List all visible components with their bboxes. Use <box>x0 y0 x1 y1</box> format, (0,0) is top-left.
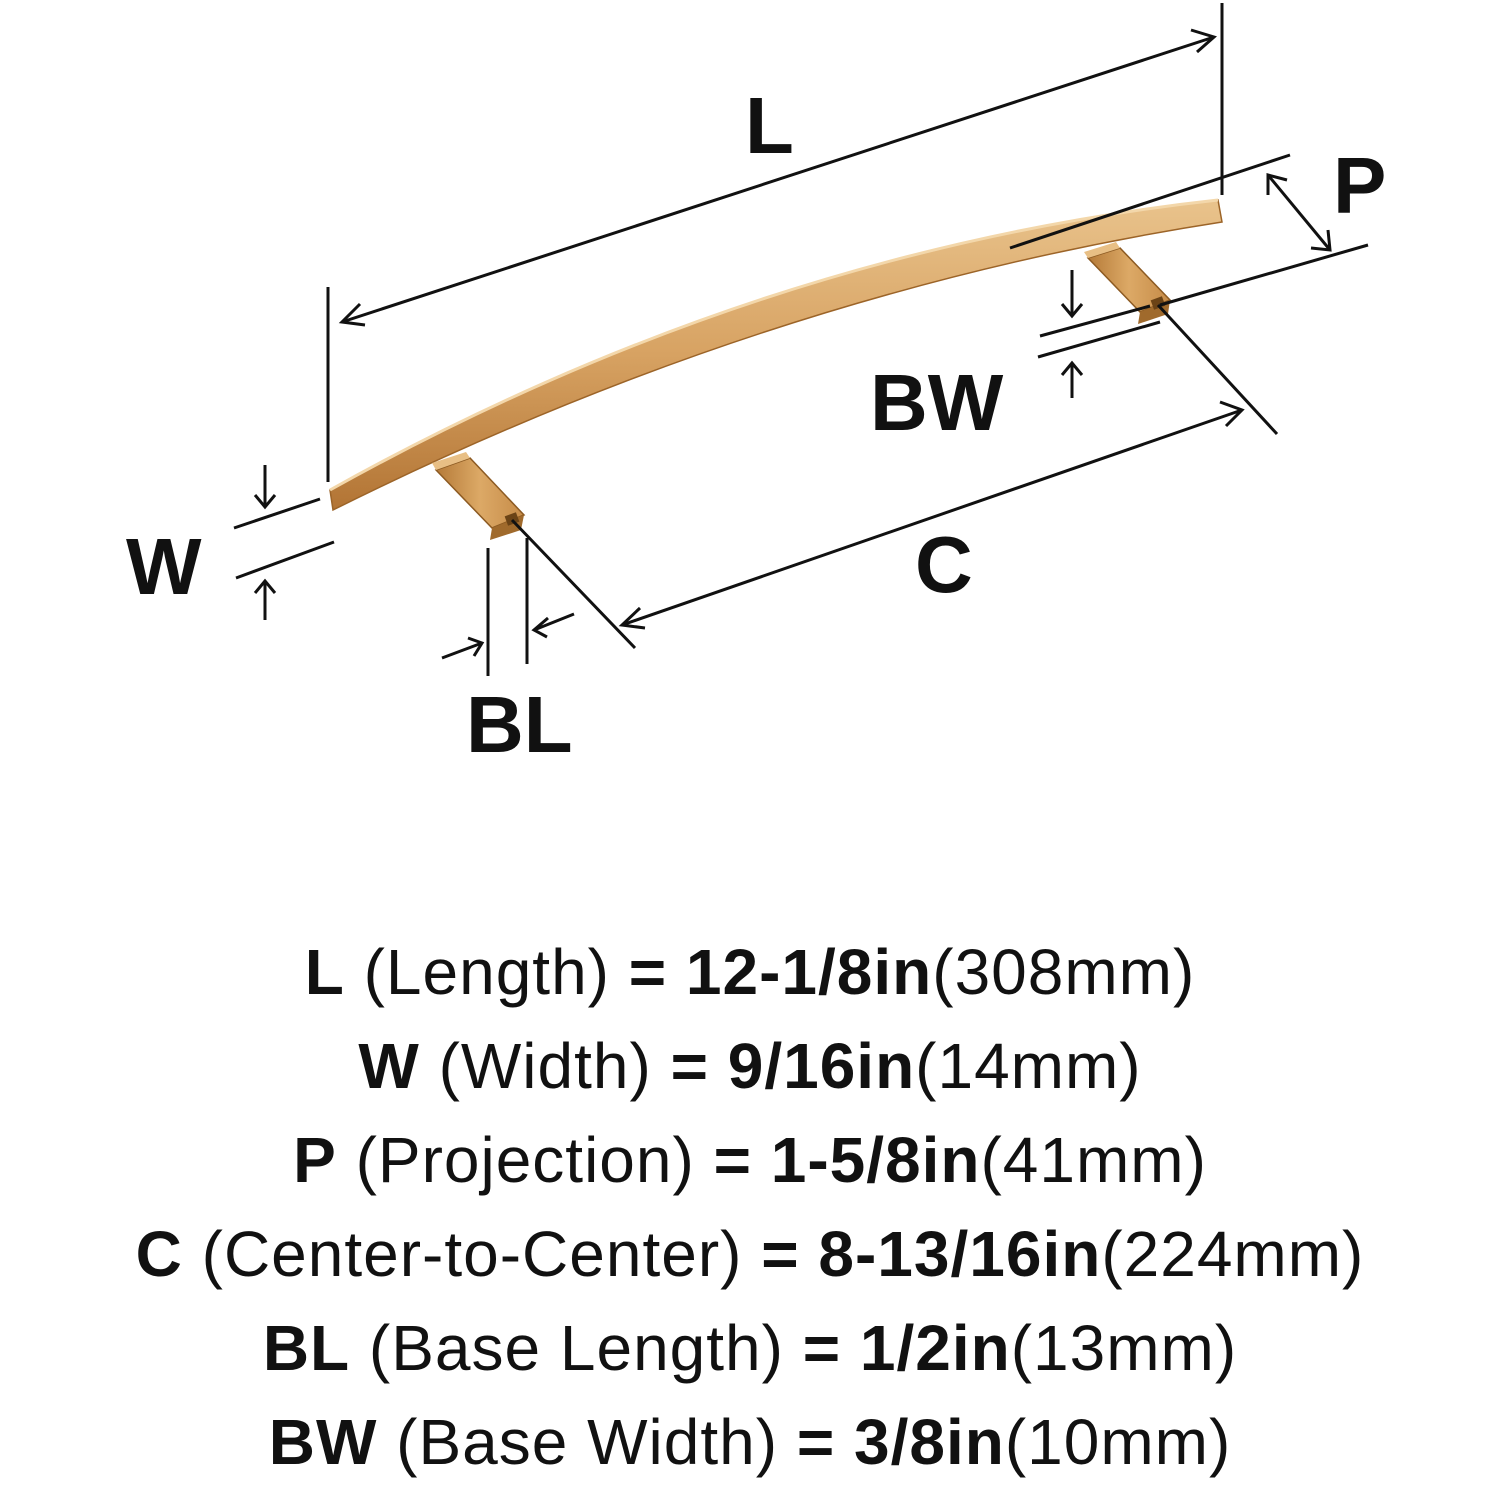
spec-imperial: 3/8in <box>853 1406 1005 1478</box>
label-W: W <box>126 522 202 611</box>
spec-row-length: L (Length) = 12-1/8in(308mm) <box>0 925 1500 1019</box>
spec-metric: (10mm) <box>1004 1406 1232 1478</box>
spec-name: (Projection) <box>355 1124 695 1196</box>
spec-name: (Base Length) <box>368 1312 784 1384</box>
spec-code: L <box>304 936 345 1008</box>
spec-equals: = <box>713 1124 752 1196</box>
spec-row-base-length: BL (Base Length) = 1/2in(13mm) <box>0 1301 1500 1395</box>
label-C: C <box>915 520 973 609</box>
spec-name: (Length) <box>363 936 610 1008</box>
spec-code: BL <box>262 1312 351 1384</box>
handle-bar <box>329 198 1223 512</box>
dimension-BW: BW <box>870 270 1161 447</box>
spec-row-projection: P (Projection) = 1-5/8in(41mm) <box>0 1113 1500 1207</box>
spec-equals: = <box>628 936 668 1008</box>
dimension-P: P <box>1009 141 1386 307</box>
spec-row-width: W (Width) = 9/16in(14mm) <box>0 1019 1500 1113</box>
spec-imperial: 8-13/16in <box>818 1218 1102 1290</box>
label-P: P <box>1333 141 1386 230</box>
spec-metric: (41mm) <box>980 1124 1207 1196</box>
label-BW: BW <box>870 358 1004 447</box>
label-BL: BL <box>466 680 573 769</box>
spec-code: BW <box>268 1406 378 1478</box>
spec-code: W <box>358 1030 420 1102</box>
left-post <box>432 452 526 540</box>
spec-imperial: 12-1/8in <box>685 936 933 1008</box>
label-L: L <box>745 81 794 170</box>
dimension-W: W <box>126 465 335 620</box>
spec-code: C <box>135 1218 183 1290</box>
spec-metric: (224mm) <box>1101 1218 1365 1290</box>
spec-name: (Base Width) <box>396 1406 779 1478</box>
specification-list: L (Length) = 12-1/8in(308mm) W (Width) =… <box>0 925 1500 1489</box>
spec-imperial: 1-5/8in <box>770 1124 981 1196</box>
spec-equals: = <box>802 1312 842 1384</box>
spec-equals: = <box>796 1406 836 1478</box>
handle-dimension-diagram: L P BW W C <box>126 3 1386 769</box>
dimension-C: C <box>510 303 1279 650</box>
dimension-L: L <box>326 3 1224 482</box>
spec-row-base-width: BW (Base Width) = 3/8in(10mm) <box>0 1395 1500 1489</box>
spec-row-center-to-center: C (Center-to-Center) = 8-13/16in(224mm) <box>0 1207 1500 1301</box>
spec-metric: (13mm) <box>1010 1312 1238 1384</box>
spec-metric: (14mm) <box>915 1030 1142 1102</box>
right-post <box>1084 242 1172 324</box>
spec-equals: = <box>761 1218 800 1290</box>
spec-imperial: 9/16in <box>727 1030 916 1102</box>
spec-name: (Width) <box>438 1030 652 1102</box>
spec-equals: = <box>670 1030 709 1102</box>
dimension-BL: BL <box>441 538 575 769</box>
spec-code: P <box>293 1124 337 1196</box>
spec-name: (Center-to-Center) <box>201 1218 743 1290</box>
spec-imperial: 1/2in <box>859 1312 1011 1384</box>
spec-metric: (308mm) <box>932 936 1196 1008</box>
